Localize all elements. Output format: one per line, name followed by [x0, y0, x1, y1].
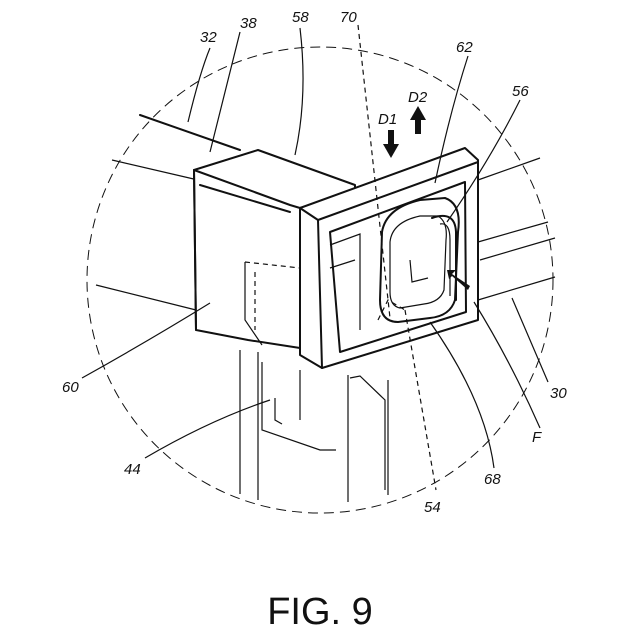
label-70: 70: [340, 9, 357, 26]
label-54: 54: [424, 499, 441, 516]
label-60: 60: [62, 379, 79, 396]
rail-30: [478, 158, 555, 300]
label-56: 56: [512, 83, 529, 100]
label-62: 62: [456, 39, 473, 56]
label-d2: D2: [408, 89, 428, 106]
label-68: 68: [484, 471, 501, 488]
label-44: 44: [124, 461, 141, 478]
post-44: [240, 350, 388, 502]
locking-element-56: [380, 198, 459, 322]
arrow-d1-icon: [383, 130, 399, 158]
label-f: F: [532, 429, 542, 446]
figure-caption: FIG. 9: [267, 591, 373, 633]
label-d1: D1: [378, 111, 397, 128]
label-30: 30: [550, 385, 567, 402]
label-32: 32: [200, 29, 217, 46]
label-38: 38: [240, 15, 257, 32]
arrow-d2-icon: [410, 106, 426, 134]
label-58: 58: [292, 9, 309, 26]
